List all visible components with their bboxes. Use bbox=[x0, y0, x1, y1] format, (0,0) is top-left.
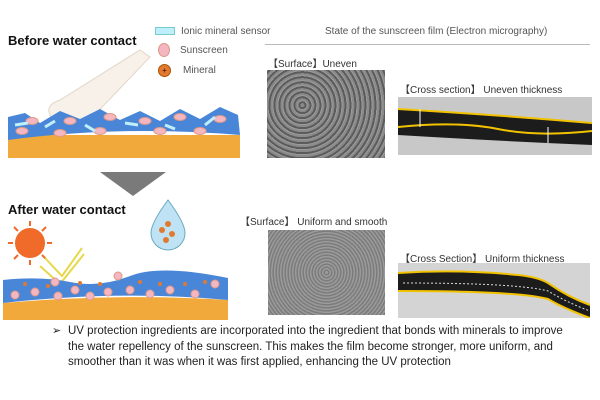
divider bbox=[265, 44, 590, 45]
mineral-particle-icon: + bbox=[158, 63, 171, 77]
after-surface-label: 【Surface】 Uniform and smooth bbox=[240, 217, 388, 228]
after-title: After water contact bbox=[8, 202, 126, 217]
legend-item: Sunscreen bbox=[155, 40, 270, 60]
before-cross-micrograph bbox=[398, 97, 592, 155]
ionic-mineral-sensors bbox=[14, 115, 216, 133]
sunscreen-particles bbox=[15, 113, 227, 137]
skin-layer bbox=[8, 135, 240, 158]
sunscreen-particles bbox=[10, 271, 220, 301]
transition-arrow-icon bbox=[100, 172, 166, 196]
ionic-mineral-sensor-icon bbox=[155, 27, 175, 35]
after-illustration bbox=[3, 199, 228, 320]
before-illustration bbox=[8, 49, 240, 158]
arrow-bullet-icon: ➢ bbox=[52, 325, 62, 337]
before-cross-label: 【Cross section】 Uneven thickness bbox=[400, 85, 563, 96]
uv-reflection-icon bbox=[39, 247, 85, 286]
legend-label: Ionic mineral sensor bbox=[181, 25, 271, 37]
water-drop-icon bbox=[150, 199, 186, 251]
before-surface-label: 【Surface】Uneven bbox=[268, 59, 357, 70]
sunscreen-particle-icon bbox=[158, 43, 170, 57]
legend: Ionic mineral sensor Sunscreen + Mineral bbox=[155, 22, 270, 80]
after-cross-micrograph bbox=[398, 263, 590, 318]
after-surface-micrograph bbox=[268, 230, 385, 315]
micrograph-header: State of the sunscreen film (Electron mi… bbox=[325, 26, 548, 37]
skin-layer bbox=[3, 297, 228, 320]
explanation-text: UV protection ingredients are incorporat… bbox=[68, 325, 563, 368]
legend-item: Ionic mineral sensor bbox=[155, 22, 270, 40]
before-surface-micrograph bbox=[267, 70, 385, 158]
mineral-particles bbox=[23, 280, 207, 288]
explanation: ➢ UV protection ingredients are incorpor… bbox=[52, 324, 572, 371]
before-title: Before water contact bbox=[8, 33, 137, 48]
after-cross-label: 【Cross Section】 Uniform thickness bbox=[400, 254, 565, 265]
legend-label: Sunscreen bbox=[180, 44, 228, 56]
legend-label: Mineral bbox=[183, 64, 216, 76]
legend-item: + Mineral bbox=[155, 60, 270, 80]
